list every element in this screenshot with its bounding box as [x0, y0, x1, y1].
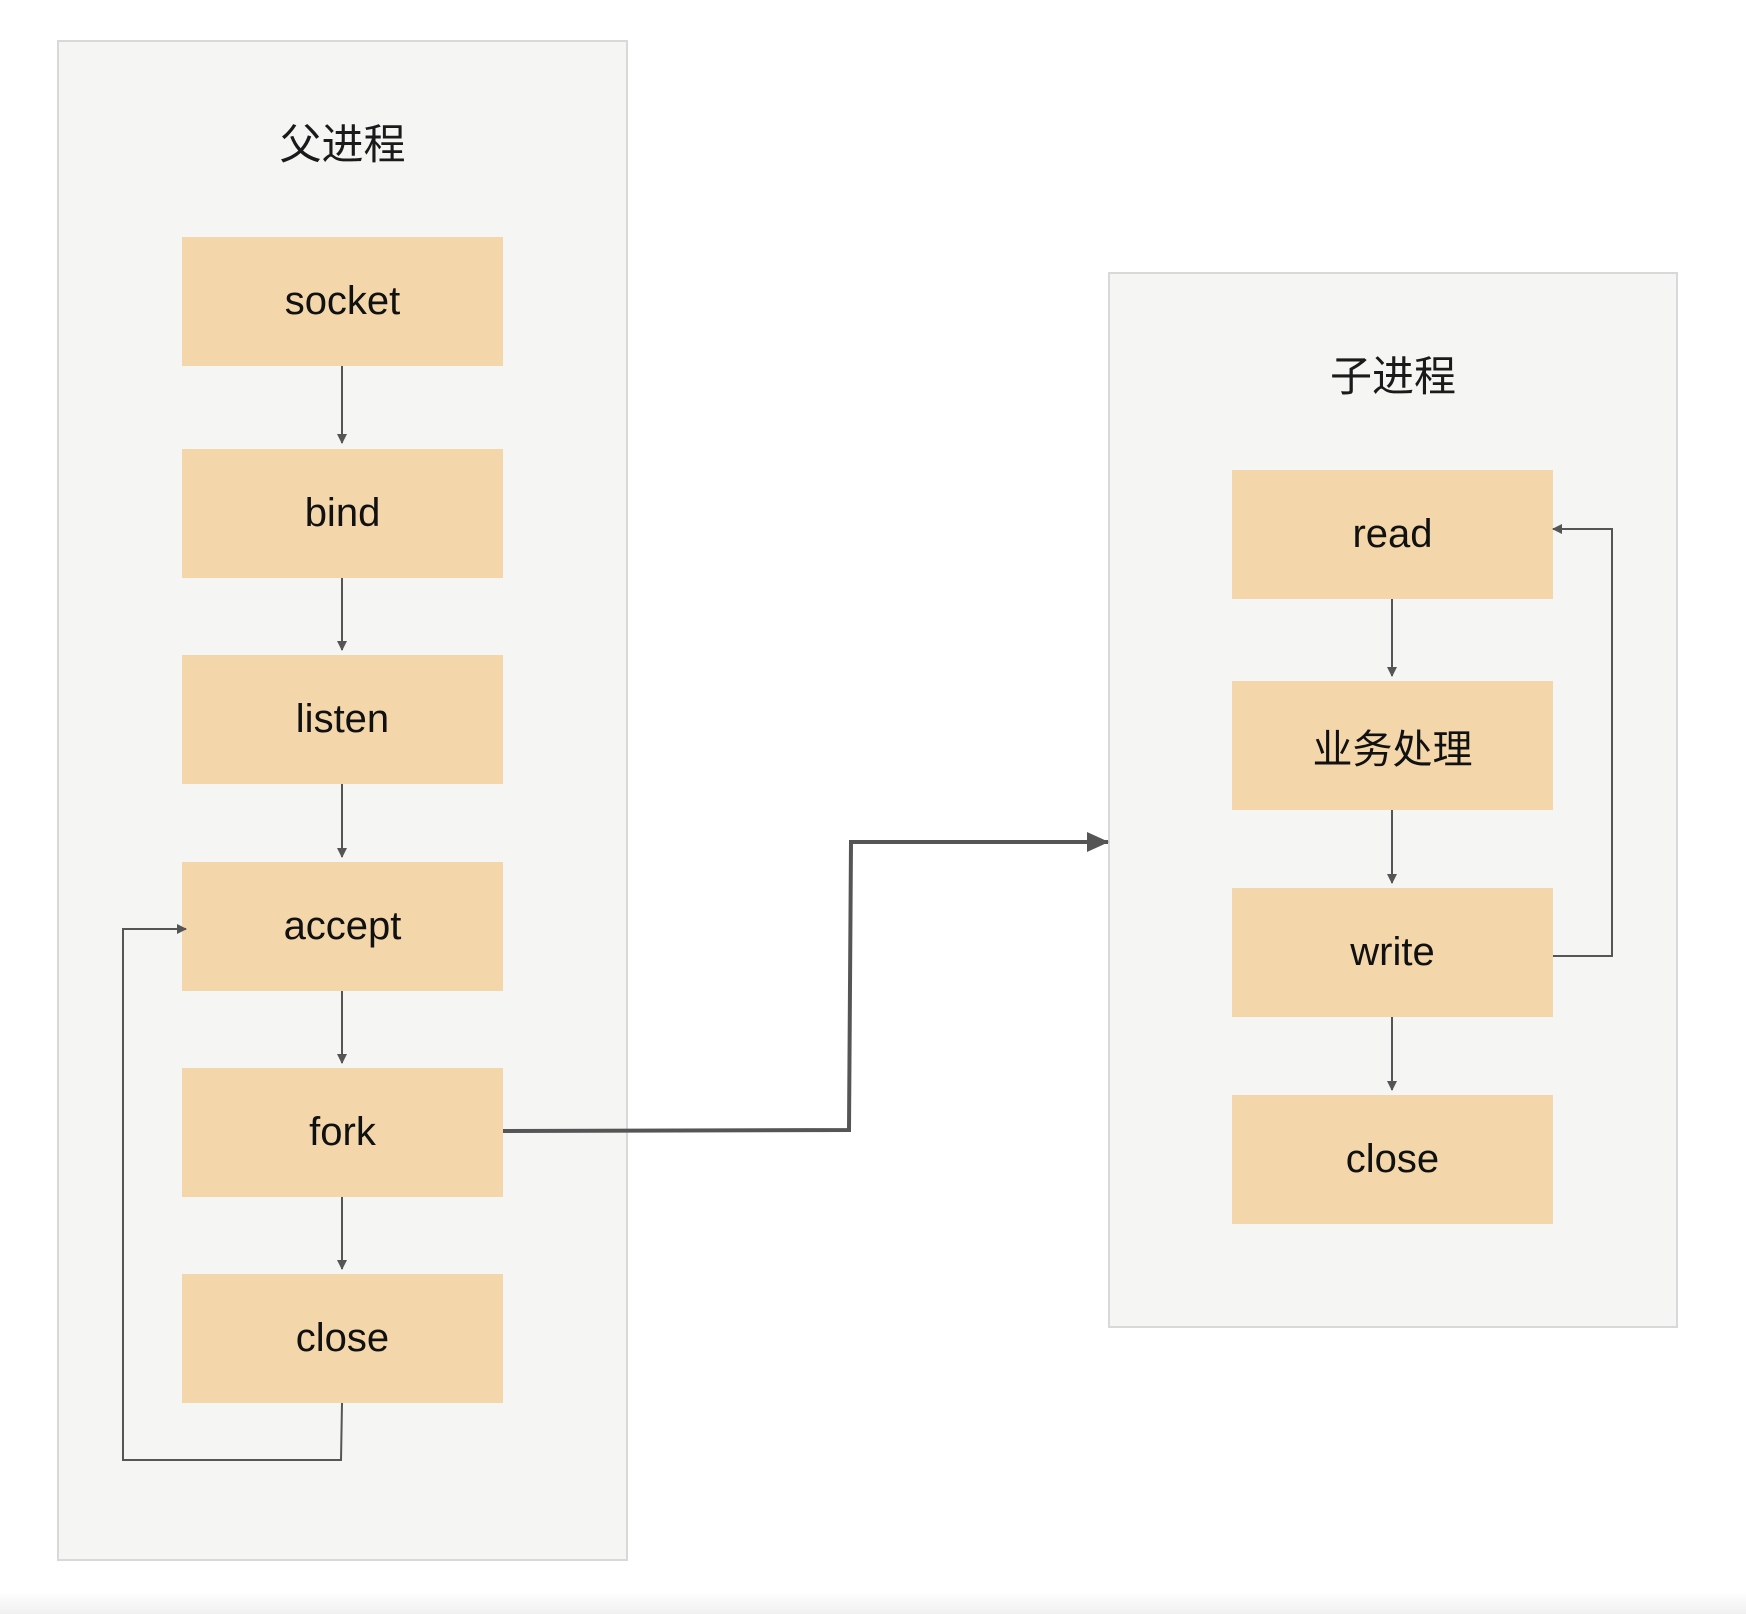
child-process-title: 子进程 [1329, 352, 1456, 401]
step-accept: accept [182, 862, 503, 991]
step-bind: bind [182, 449, 503, 578]
step-parent-close: close [182, 1274, 503, 1403]
step-business-processing: 业务处理 [1232, 681, 1553, 810]
step-child-close: close [1232, 1095, 1553, 1224]
step-socket: socket [182, 237, 503, 366]
bottom-edge-shadow [0, 1592, 1746, 1614]
parent-process-title: 父进程 [279, 120, 406, 169]
step-listen: listen [182, 655, 503, 784]
step-write: write [1232, 888, 1553, 1017]
step-fork: fork [182, 1068, 503, 1197]
step-read: read [1232, 470, 1553, 599]
